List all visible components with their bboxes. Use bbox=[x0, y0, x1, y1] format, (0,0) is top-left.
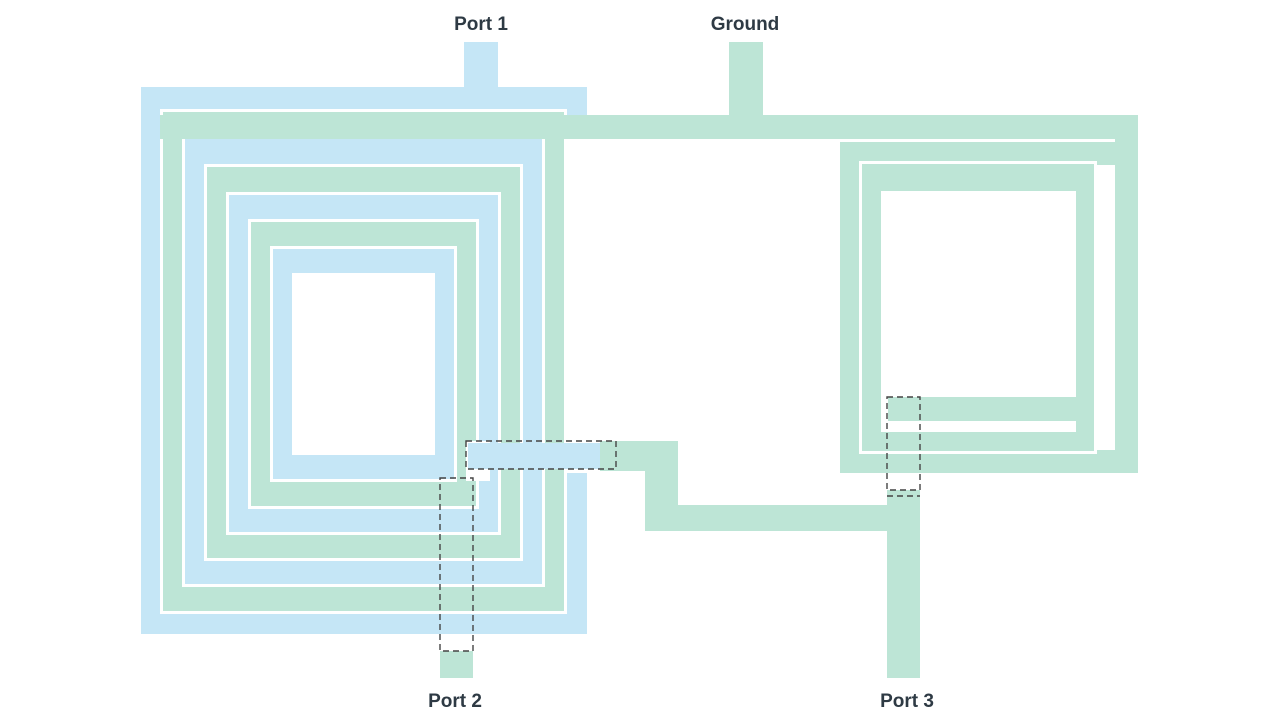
crossover-underpass-horizontal bbox=[465, 440, 617, 470]
crossover-underpass-port2 bbox=[439, 477, 474, 652]
port2-label: Port 2 bbox=[428, 691, 482, 712]
port1-label: Port 1 bbox=[454, 14, 508, 35]
ground-label: Ground bbox=[711, 14, 780, 35]
left-spiral-inductor bbox=[141, 87, 587, 634]
port3-label: Port 3 bbox=[880, 691, 934, 712]
right-spiral-inductor bbox=[840, 115, 1138, 473]
ground-feed-stub bbox=[729, 42, 763, 116]
crossover-underpass-port3 bbox=[886, 396, 921, 491]
crossover-bridge bbox=[468, 443, 614, 469]
ground-bus bbox=[160, 115, 1138, 139]
right-outer-trace bbox=[1115, 115, 1138, 473]
port2-feed-trace bbox=[440, 651, 473, 678]
